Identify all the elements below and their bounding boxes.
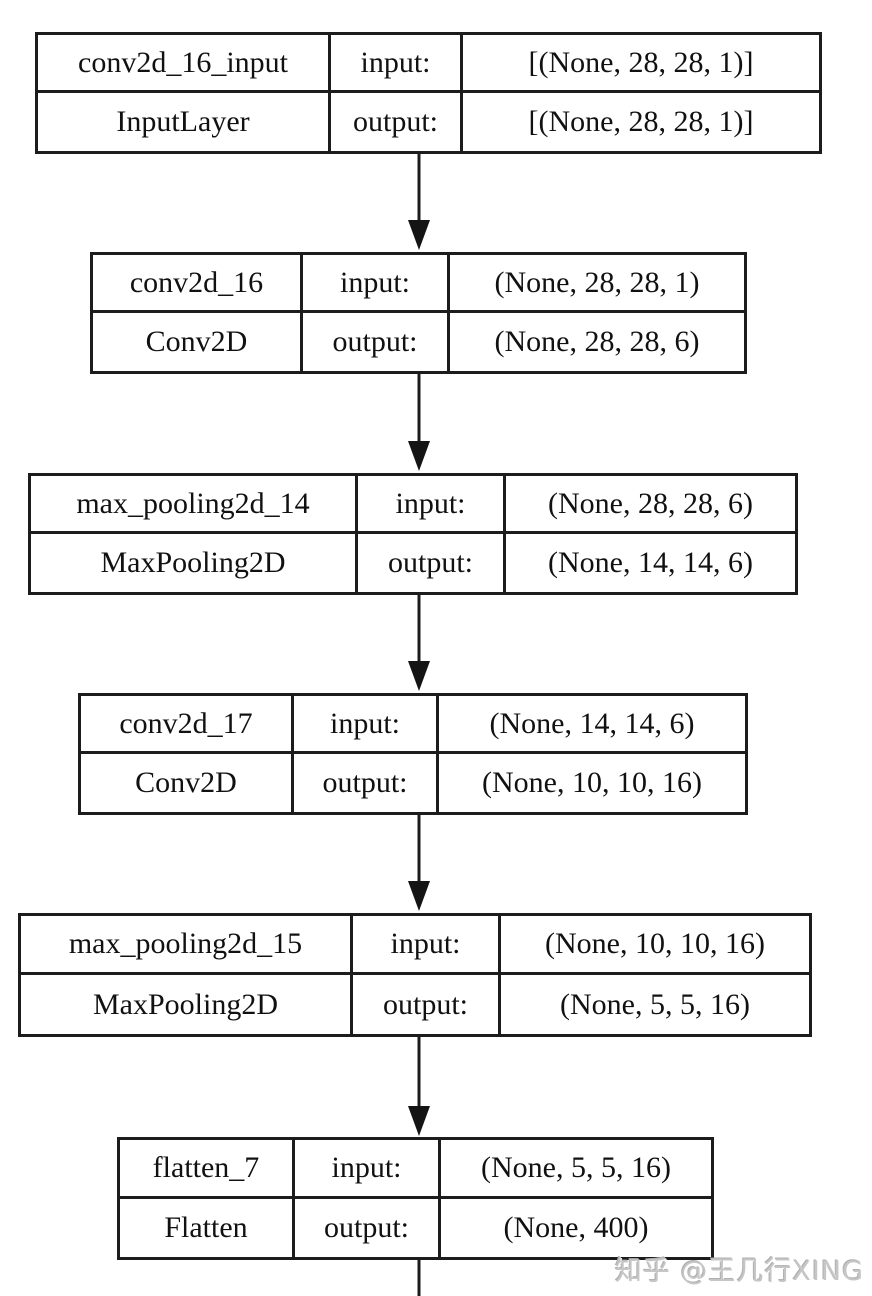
layer-class: Flatten (120, 1198, 295, 1257)
arrowhead-down-icon (408, 220, 430, 250)
edge-line (417, 815, 421, 885)
arrowhead-down-icon (408, 881, 430, 911)
output-label: output: (353, 975, 501, 1034)
output-label: output: (294, 754, 439, 812)
layer-name: max_pooling2d_14 (31, 476, 358, 534)
edge-arrow-1 (407, 154, 431, 250)
layer-name: conv2d_17 (81, 696, 294, 754)
input-label: input: (295, 1140, 441, 1199)
node-conv2d-17: conv2d_17 input: (None, 14, 14, 6) Conv2… (78, 693, 748, 815)
input-shape: [(None, 28, 28, 1)] (463, 35, 819, 93)
layer-class: Conv2D (81, 754, 294, 812)
input-shape: (None, 28, 28, 6) (506, 476, 795, 534)
output-shape: [(None, 28, 28, 1)] (528, 105, 754, 138)
output-shape: (None, 400) (503, 1210, 649, 1244)
edge-arrow-5 (407, 1037, 431, 1136)
input-label: input: (331, 35, 463, 93)
output-shape: (None, 5, 5, 16) (560, 987, 750, 1021)
layer-name: max_pooling2d_15 (21, 916, 353, 975)
output-shape: (None, 10, 10, 16) (482, 766, 702, 799)
layer-name: flatten_7 (120, 1140, 295, 1199)
edge-arrow-4 (407, 815, 431, 911)
edge-line (417, 1037, 421, 1110)
layer-class: MaxPooling2D (21, 975, 353, 1034)
output-shape: (None, 28, 28, 6) (494, 325, 700, 358)
edge-line (417, 374, 421, 445)
output-shape: (None, 14, 14, 6) (548, 546, 753, 579)
node-max-pooling2d-14: max_pooling2d_14 input: (None, 28, 28, 6… (28, 473, 798, 595)
arrowhead-down-icon (408, 441, 430, 471)
node-conv2d-16: conv2d_16 input: (None, 28, 28, 1) Conv2… (90, 252, 747, 374)
layer-name: conv2d_16 (93, 255, 303, 313)
output-label: output: (358, 534, 506, 592)
input-label: input: (358, 476, 506, 534)
edge-line-truncated (407, 1260, 431, 1296)
edge-line (417, 1260, 421, 1296)
arrowhead-down-icon (408, 1106, 430, 1136)
output-label: output: (303, 313, 450, 371)
layer-name: conv2d_16_input (38, 35, 331, 93)
edge-line (417, 154, 421, 224)
node-conv2d-16-input: conv2d_16_input input: [(None, 28, 28, 1… (35, 32, 822, 154)
input-shape: (None, 5, 5, 16) (441, 1140, 711, 1199)
edge-line (417, 595, 421, 665)
layer-class: Conv2D (93, 313, 303, 371)
zhihu-watermark: 知乎 @王几行XING (614, 1256, 864, 1287)
input-shape: (None, 28, 28, 1) (450, 255, 744, 313)
layer-class: MaxPooling2D (31, 534, 358, 592)
input-label: input: (303, 255, 450, 313)
edge-arrow-2 (407, 374, 431, 471)
output-label: output: (331, 93, 463, 151)
layer-class: InputLayer (38, 93, 331, 151)
node-max-pooling2d-15: max_pooling2d_15 input: (None, 10, 10, 1… (18, 913, 812, 1037)
input-shape: (None, 14, 14, 6) (439, 696, 745, 754)
output-label: output: (295, 1198, 441, 1257)
input-shape: (None, 10, 10, 16) (501, 916, 809, 975)
node-flatten-7: flatten_7 input: (None, 5, 5, 16) Flatte… (117, 1137, 714, 1260)
arrowhead-down-icon (408, 661, 430, 691)
input-label: input: (353, 916, 501, 975)
edge-arrow-3 (407, 595, 431, 691)
input-label: input: (294, 696, 439, 754)
